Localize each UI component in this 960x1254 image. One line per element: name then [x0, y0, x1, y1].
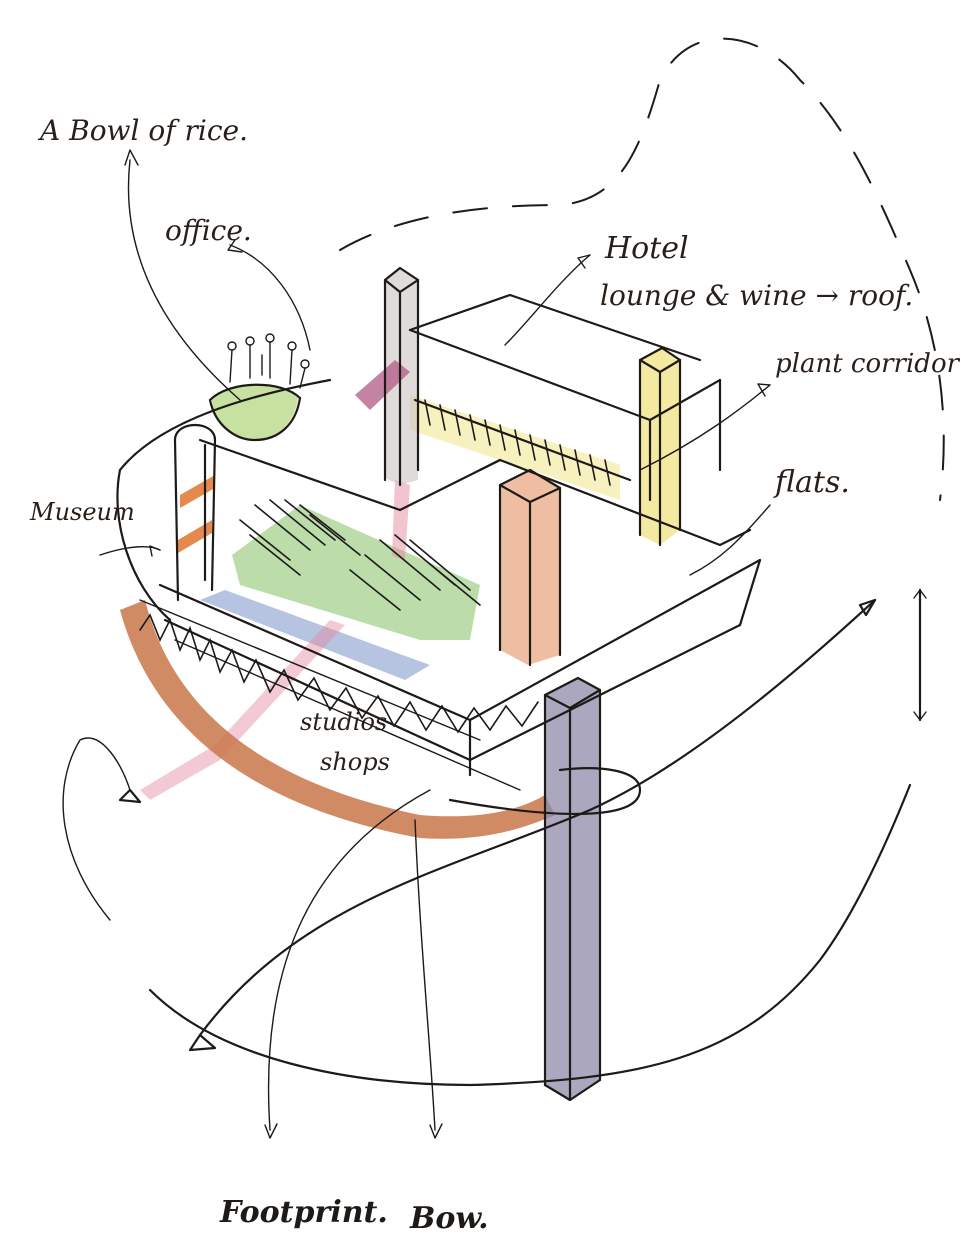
bow-wash [120, 600, 555, 839]
yellow-corridor-wash [410, 395, 620, 500]
label-shops: shops [320, 748, 390, 776]
bowl-of-rice-sketch [208, 333, 310, 442]
garden-wash [232, 505, 480, 640]
violet-tower-wash [545, 678, 600, 1100]
cloud-dashed-outline [339, 37, 945, 501]
label-studios: studios [300, 708, 387, 736]
blue-stripe-wash [200, 590, 430, 680]
hotel-block [198, 293, 752, 582]
label-bow: Bow. [409, 1201, 489, 1236]
hatching [139, 399, 611, 734]
label-lounge-wine-roof: lounge & wine → roof. [600, 279, 913, 312]
label-flats: flats. [773, 465, 850, 500]
museum-stripe-a [180, 475, 215, 508]
magenta-tag [355, 360, 410, 410]
base-platform [116, 378, 762, 791]
colour-washes [120, 268, 680, 1100]
towers [173, 266, 682, 1102]
label-museum: Museum [29, 498, 135, 526]
pink-stripe-upper [392, 480, 410, 560]
bowl-wash [212, 384, 298, 440]
pink-stripe-wash [140, 620, 345, 800]
annotation-curves [62, 149, 927, 1139]
label-bowl-of-rice: A Bowl of rice. [37, 114, 248, 147]
museum-stripe-b [178, 520, 212, 553]
label-plant-corridor: plant corridor [775, 349, 960, 379]
label-office: office. [165, 214, 252, 247]
label-footprint: Footprint. [219, 1195, 388, 1230]
label-hotel: Hotel [604, 231, 689, 266]
